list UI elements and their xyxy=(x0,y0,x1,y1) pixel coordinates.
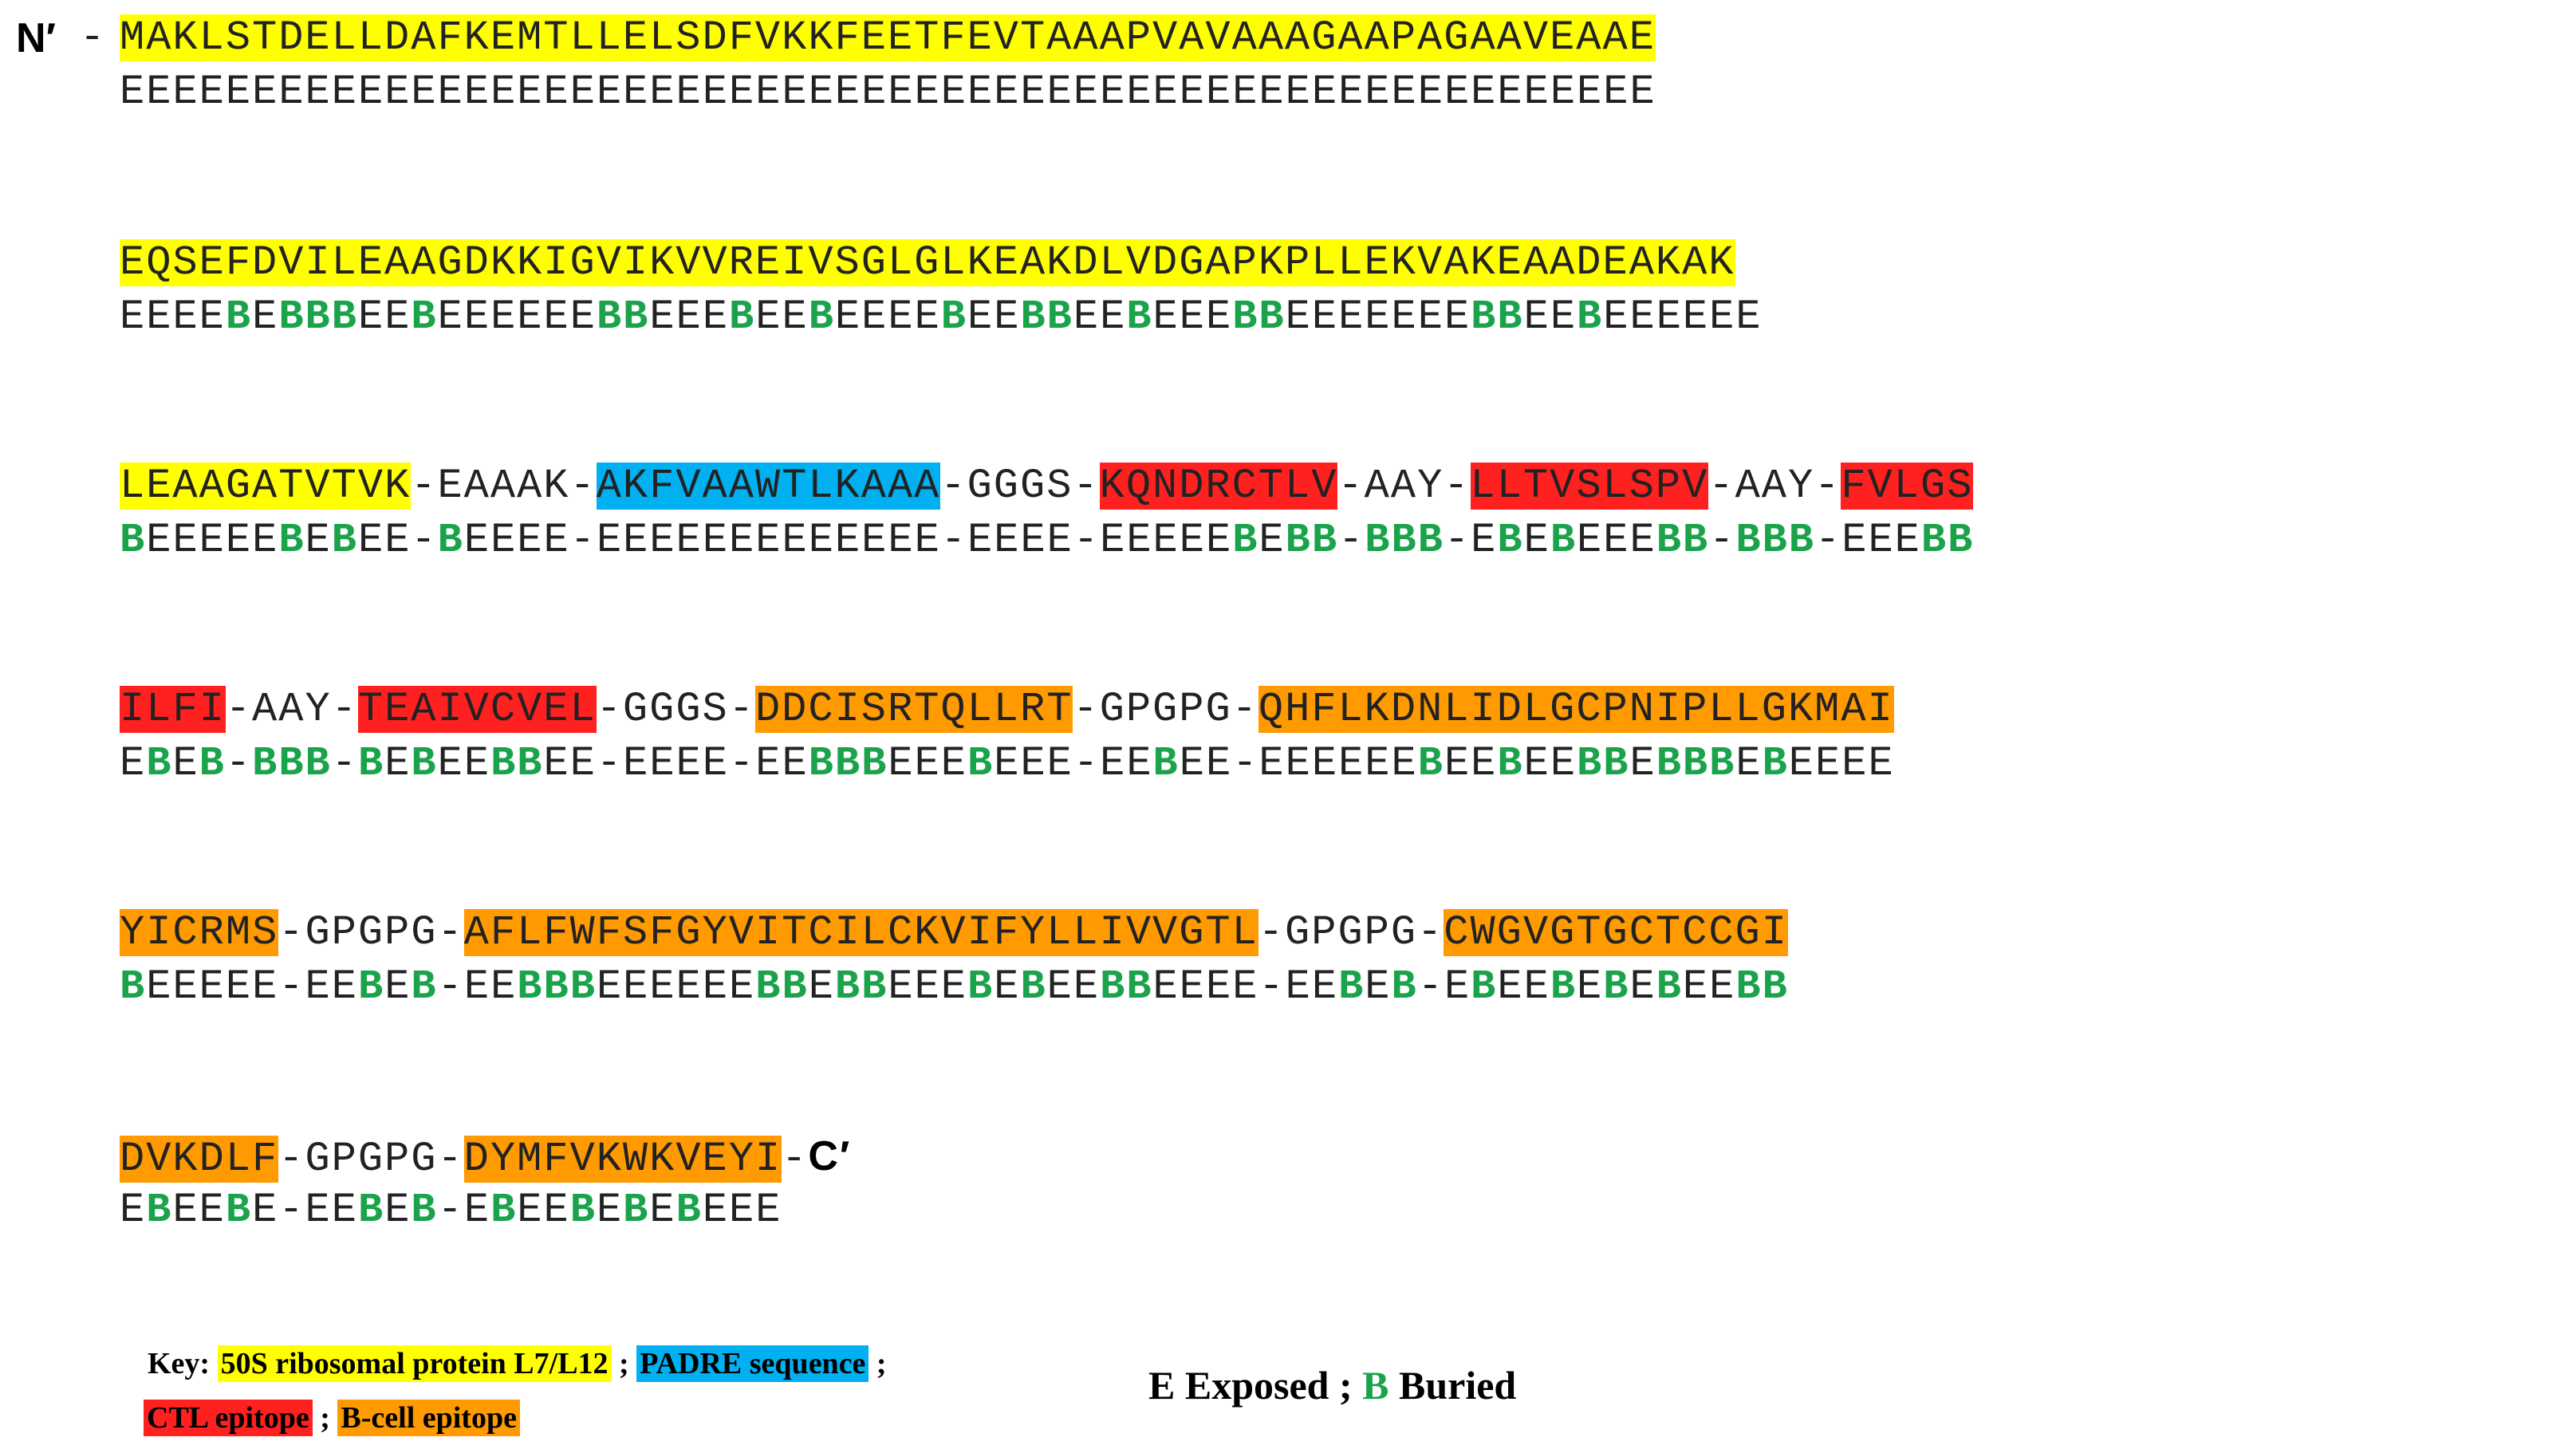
orange-segment: CWGVGTGCTCCGI xyxy=(1444,909,1788,956)
orange-segment: YICRMS xyxy=(120,909,279,956)
exposure-line-2: EEEEBEBBBEEBEEEEEEBBEEEBEEBEEEEBEEBBEEBE… xyxy=(120,293,1763,341)
n-terminal-dash: - xyxy=(80,14,105,61)
yellow-segment: MAKLSTDELLDAFKEMTLLELSDFVKKFEETFEVTAAAPV… xyxy=(120,14,1656,61)
linker-segment: -GPGPG- xyxy=(1073,686,1258,733)
linker-segment: -EAAAK- xyxy=(411,463,597,510)
linker-segment: -GPGPG- xyxy=(278,1136,464,1183)
legend-buried-letter: B xyxy=(1362,1363,1389,1408)
key-red-chip: CTL epitope xyxy=(144,1400,313,1436)
key-sep-2: ; xyxy=(876,1347,887,1380)
key-label: Key: xyxy=(148,1347,211,1380)
exposure-line-1: EEEEEEEEEEEEEEEEEEEEEEEEEEEEEEEEEEEEEEEE… xyxy=(120,69,1656,116)
red-segment: ILFI xyxy=(120,686,226,733)
linker-segment: -AAY- xyxy=(1337,463,1471,510)
key-sep-3: ; xyxy=(320,1401,330,1435)
key-yellow-chip: 50S ribosomal protein L7/L12 xyxy=(217,1345,612,1382)
sequence-line-4: ILFI-AAY-TEAIVCVEL-GGGS-DDCISRTQLLRT-GPG… xyxy=(120,686,1894,734)
red-segment: KQNDRCTLV xyxy=(1099,463,1338,510)
c-terminal-dash: - xyxy=(782,1136,809,1183)
exposure-line-4: EBEB-BBB-BEBEEBBEE-EEEE-EEBBBEEEBEEE-EEB… xyxy=(120,740,1895,787)
orange-segment: AFLFWFSFGYVITCILCKVIFYLLIVVGTL xyxy=(463,909,1258,956)
sequence-line-6: DVKDLF-GPGPG-DYMFVKWKVEYI-C′ xyxy=(120,1132,851,1183)
exposure-line-5: BEEEEE-EEBEB-EEBBBEEEEEEBBEBBEEEBEBEEBBE… xyxy=(120,963,1789,1010)
yellow-segment: LEAAGATVTVK xyxy=(120,463,412,510)
red-segment: LLTVSLSPV xyxy=(1470,463,1709,510)
sequence-line-3: LEAAGATVTVK-EAAAK-AKFVAAWTLKAAA-GGGS-KQN… xyxy=(120,463,1974,510)
red-segment: TEAIVCVEL xyxy=(357,686,597,733)
linker-segment: -GPGPG- xyxy=(1258,909,1444,956)
sequence-line-5: YICRMS-GPGPG-AFLFWFSFGYVITCILCKVIFYLLIVV… xyxy=(120,909,1788,957)
orange-segment: DYMFVKWKVEYI xyxy=(463,1136,782,1183)
key-line-2: CTL epitope ; B-cell epitope xyxy=(144,1400,520,1436)
sequence-line-2: EQSEFDVILEAAGDKKIGVIKVVREIVSGLGLKEAKDLVD… xyxy=(120,239,1735,287)
yellow-segment: EQSEFDVILEAAGDKKIGVIKVVREIVSGLGLKEAKDLVD… xyxy=(120,239,1735,286)
red-segment: FVLGS xyxy=(1841,463,1974,510)
linker-segment: -AAY- xyxy=(1708,463,1841,510)
blue-segment: AKFVAAWTLKAAA xyxy=(596,463,941,510)
exposure-line-6: EBEEBE-EEBEB-EBEEBEBEBEEE xyxy=(120,1187,782,1234)
orange-segment: QHFLKDNLIDLGCPNIPLLGKMAI xyxy=(1258,686,1894,733)
linker-segment: -AAY- xyxy=(225,686,358,733)
exposure-line-3: BEEEEEBEBEE-BEEEE-EEEEEEEEEEEEE-EEEE-EEE… xyxy=(120,517,1975,564)
key-orange-chip: B-cell epitope xyxy=(337,1400,520,1436)
c-terminal-label: C′ xyxy=(808,1133,852,1179)
orange-segment: DDCISRTQLLRT xyxy=(754,686,1073,733)
key-line-1: Key: 50S ribosomal protein L7/L12 ; PADR… xyxy=(148,1345,887,1382)
legend-exposed: E Exposed ; xyxy=(1148,1363,1353,1408)
orange-segment: DVKDLF xyxy=(120,1136,279,1183)
linker-segment: -GPGPG- xyxy=(278,909,464,956)
exposure-legend: E Exposed ; B Buried xyxy=(1148,1362,1516,1408)
legend-buried: Buried xyxy=(1398,1363,1517,1408)
linker-segment: -GGGS- xyxy=(596,686,755,733)
sequence-line-1: MAKLSTDELLDAFKEMTLLELSDFVKKFEETFEVTAAAPV… xyxy=(120,14,1656,62)
key-blue-chip: PADRE sequence xyxy=(636,1345,869,1382)
linker-segment: -GGGS- xyxy=(940,463,1100,510)
key-sep-1: ; xyxy=(619,1347,629,1380)
n-terminal-label: N′ xyxy=(16,15,57,61)
